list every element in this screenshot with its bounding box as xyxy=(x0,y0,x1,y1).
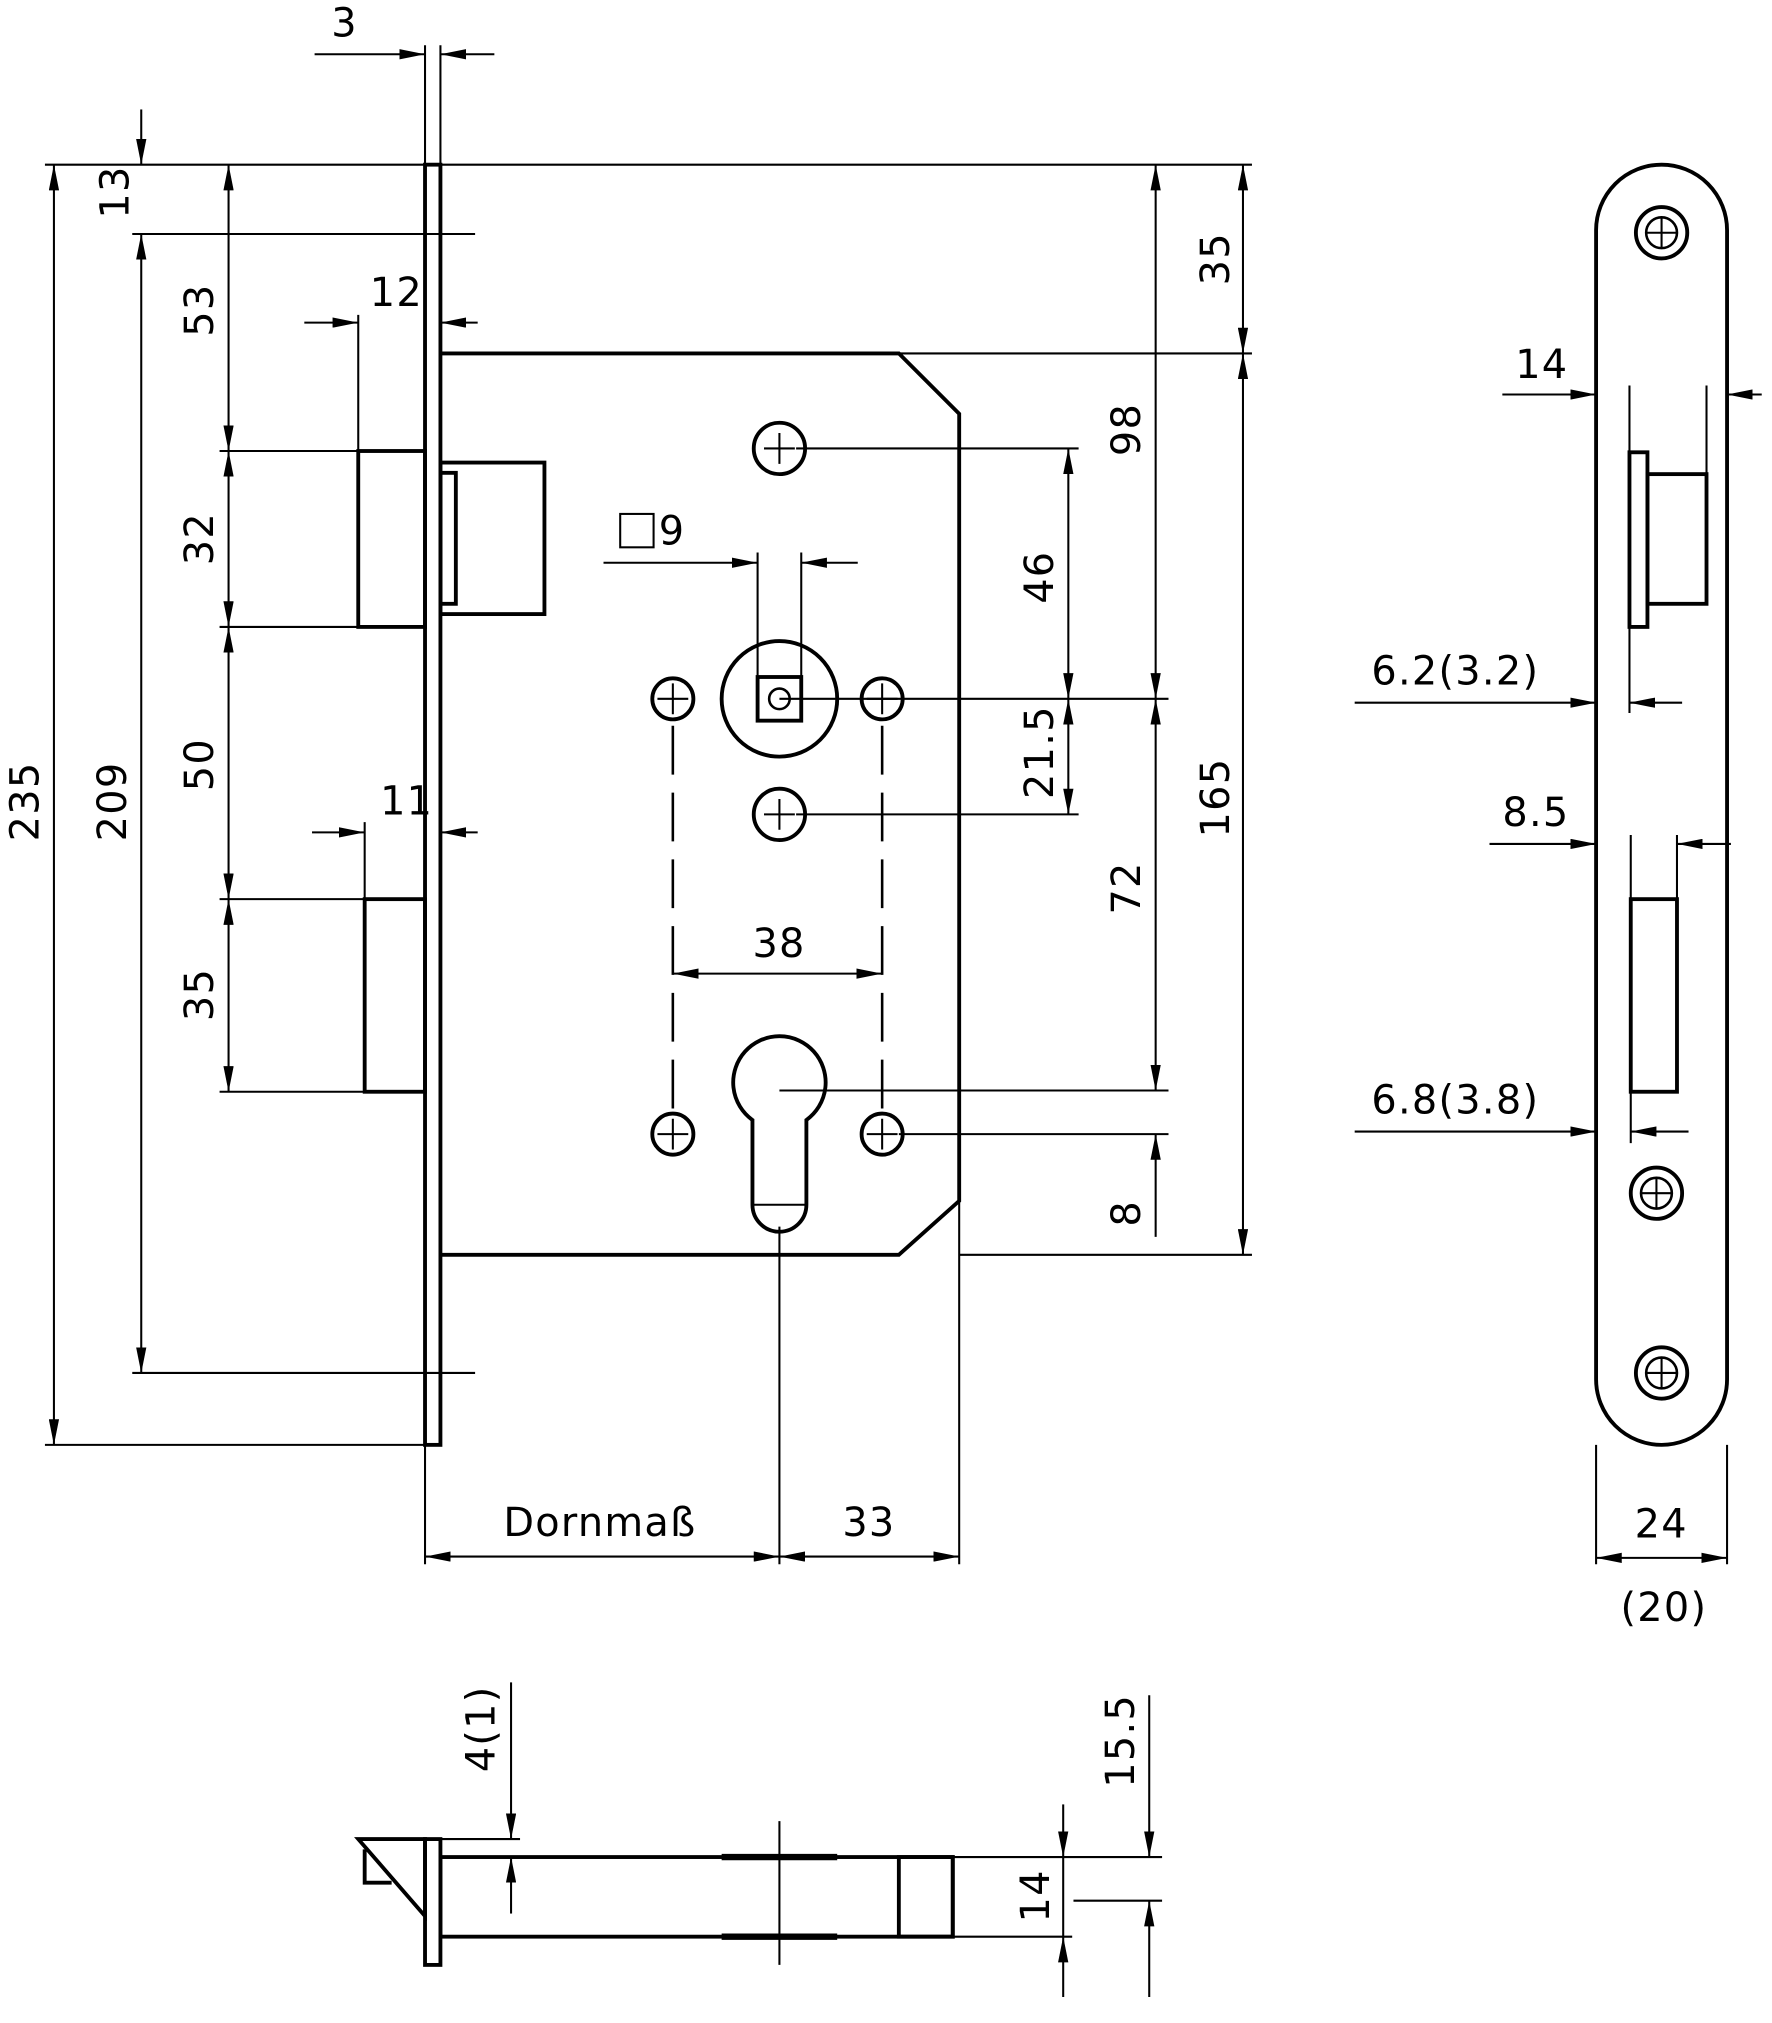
deadbolt-side xyxy=(1628,897,1679,1094)
bottom-dimensions: 4(1) 15.5 14 xyxy=(440,1682,1163,1998)
dim-35-bolt: 35 xyxy=(177,968,223,1021)
bolt-bottom xyxy=(896,1855,955,1939)
square-symbol xyxy=(619,512,655,549)
latch-bottom xyxy=(354,1837,427,1922)
dim-11: 11 xyxy=(380,778,433,824)
dim-6-8: 6.8(3.8) xyxy=(1371,1078,1539,1124)
dim-14-side: 14 xyxy=(1515,342,1568,388)
dim-21-5: 21.5 xyxy=(1017,705,1063,799)
screw-middle xyxy=(1628,1165,1685,1221)
dim-15-5: 15.5 xyxy=(1098,1694,1144,1788)
dim-209: 209 xyxy=(90,762,136,842)
dim-38: 38 xyxy=(752,921,805,967)
faceplate-bottom xyxy=(423,1837,443,1967)
dim-6-2: 6.2(3.2) xyxy=(1371,649,1539,695)
side-view xyxy=(1594,162,1729,1447)
dim-13: 13 xyxy=(92,165,138,218)
front-dimensions: 3 13 235 209 53 32 50 35 12 11 35 165 98 xyxy=(3,0,1252,1565)
bottom-view xyxy=(354,1821,955,1967)
dim-32: 32 xyxy=(177,512,223,565)
screw-holes xyxy=(650,676,905,1157)
latch-bolt-side xyxy=(1645,472,1709,606)
cylinder-profile xyxy=(731,1034,828,1234)
dim-50: 50 xyxy=(177,738,223,791)
latch-side xyxy=(1627,450,1650,629)
faceplate-front xyxy=(1594,162,1729,1447)
dim-square-9: 9 xyxy=(659,509,686,555)
dim-53: 53 xyxy=(177,284,223,337)
dim-33: 33 xyxy=(842,1500,895,1546)
dim-3: 3 xyxy=(331,0,358,46)
dim-20: (20) xyxy=(1620,1585,1707,1631)
dim-72: 72 xyxy=(1104,861,1150,914)
dim-14-bottom: 14 xyxy=(1013,1869,1059,1922)
dim-12: 12 xyxy=(370,270,423,316)
latch xyxy=(356,449,547,629)
dim-24: 24 xyxy=(1635,1501,1688,1547)
dim-8: 8 xyxy=(1104,1200,1150,1227)
screw-bottom xyxy=(1633,1345,1690,1401)
screw-top xyxy=(1633,205,1690,261)
lock-case xyxy=(440,351,962,1257)
dim-46: 46 xyxy=(1017,551,1063,604)
deadbolt xyxy=(362,897,427,1094)
dim-dornmass: Dornmaß xyxy=(503,1500,696,1546)
case-bottom xyxy=(438,1855,955,1939)
dim-235: 235 xyxy=(3,762,49,842)
side-dimensions: 14 6.2(3.2) 8.5 6.8(3.8) 24 (20) xyxy=(1354,342,1762,1631)
dim-4-1: 4(1) xyxy=(458,1685,504,1772)
dim-98: 98 xyxy=(1104,403,1150,456)
front-view xyxy=(356,162,962,1447)
dim-8-5: 8.5 xyxy=(1502,790,1569,836)
dim-35-top: 35 xyxy=(1193,232,1239,285)
dim-165: 165 xyxy=(1193,758,1239,838)
